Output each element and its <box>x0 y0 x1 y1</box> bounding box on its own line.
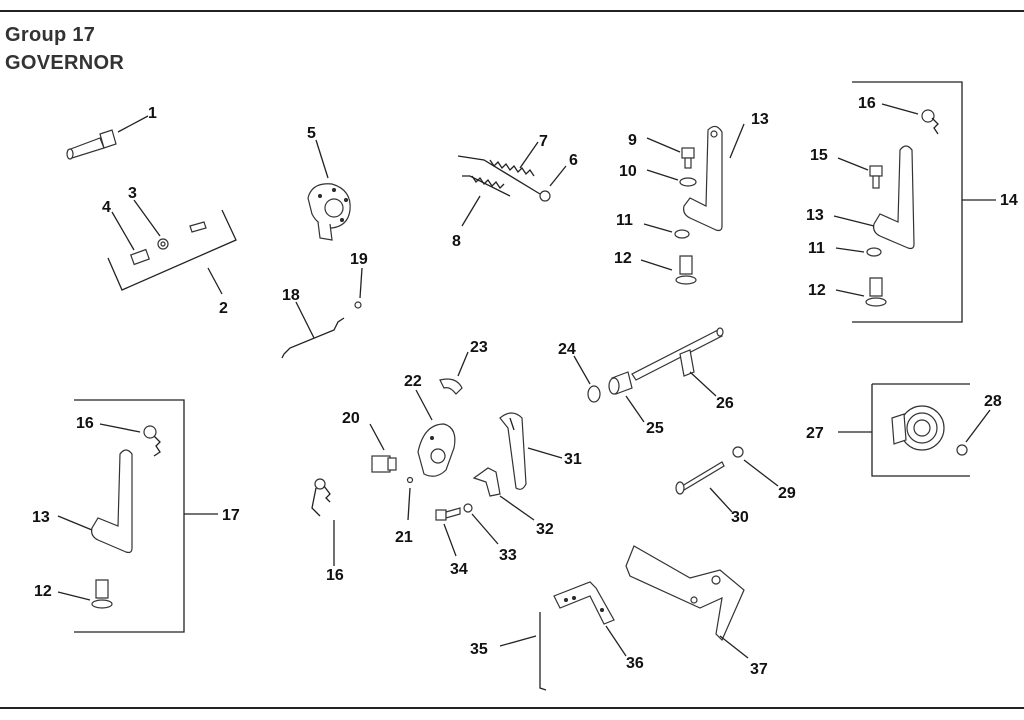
part-19-clip <box>354 301 362 309</box>
part-25-bushing <box>608 371 633 395</box>
callout-13-upper: 13 <box>751 111 769 128</box>
part-29-washer <box>732 446 744 458</box>
callout-6: 6 <box>569 152 578 169</box>
callout-28: 28 <box>984 393 1002 410</box>
part-16-spring-left <box>143 425 161 457</box>
callout-14: 14 <box>1000 192 1018 209</box>
part-13-lever-upper <box>683 125 723 232</box>
part-33-washer <box>463 503 473 513</box>
part-10-washer <box>679 177 697 187</box>
part-16-spring-right <box>921 109 939 135</box>
callout-9: 9 <box>628 132 637 149</box>
part-36-bracket <box>553 581 615 625</box>
callout-2: 2 <box>219 300 228 317</box>
part-21-pin <box>406 476 414 484</box>
part-7-spring <box>457 155 541 195</box>
callout-37: 37 <box>750 661 768 678</box>
callout-11-upper: 11 <box>616 212 633 229</box>
part-30-bolt <box>675 461 725 495</box>
part-15-screw <box>869 165 883 189</box>
callout-33: 33 <box>499 547 517 564</box>
callout-16-left: 16 <box>76 415 94 432</box>
callout-34: 34 <box>450 561 468 578</box>
part-23-clip <box>439 378 463 395</box>
part-9-screw <box>681 147 695 169</box>
part-14-bracket <box>852 81 963 323</box>
part-13-lever-right <box>873 145 915 250</box>
part-6-nut <box>539 190 551 202</box>
callout-25: 25 <box>646 420 664 437</box>
callout-29: 29 <box>778 485 796 502</box>
part-13-lever-left <box>91 449 133 554</box>
part-31-lever <box>499 412 527 490</box>
callout-27: 27 <box>806 425 824 442</box>
callout-23: 23 <box>470 339 488 356</box>
part-27-bracket <box>871 383 970 477</box>
part-20-nut <box>371 455 397 473</box>
part-5-housing <box>307 183 351 241</box>
callout-30: 30 <box>731 509 749 526</box>
part-8-spring <box>462 175 511 197</box>
part-37-plate <box>625 545 745 642</box>
callout-35: 35 <box>470 641 488 658</box>
callout-31: 31 <box>564 451 582 468</box>
callout-21: 21 <box>395 529 413 546</box>
callout-12-upper: 12 <box>614 250 632 267</box>
part-12-bolt <box>675 255 697 285</box>
part-2-assembly <box>107 209 237 291</box>
callout-16-right: 16 <box>858 95 876 112</box>
callout-22: 22 <box>404 373 422 390</box>
callout-19: 19 <box>350 251 368 268</box>
callout-13-left: 13 <box>32 509 50 526</box>
callout-12-left: 12 <box>34 583 52 600</box>
callout-4: 4 <box>102 199 111 216</box>
part-27-governor-gear <box>891 405 945 451</box>
part-26-shaft <box>631 327 724 381</box>
callout-18: 18 <box>282 287 300 304</box>
callout-7: 7 <box>539 133 548 150</box>
callout-10: 10 <box>619 163 637 180</box>
callout-17: 17 <box>222 507 240 524</box>
callout-12-right: 12 <box>808 282 826 299</box>
callout-36: 36 <box>626 655 644 672</box>
part-12-bolt-right <box>865 277 887 307</box>
callout-26: 26 <box>716 395 734 412</box>
callout-5: 5 <box>307 125 316 142</box>
callout-13-right: 13 <box>806 207 824 224</box>
page-title: GOVERNOR <box>5 52 125 74</box>
part-28-washer <box>956 444 968 456</box>
callout-24: 24 <box>558 341 576 358</box>
part-34-screw <box>435 507 461 521</box>
part-12-bolt-left <box>91 579 113 609</box>
callout-3: 3 <box>128 185 137 202</box>
part-35-rod <box>539 612 547 691</box>
callout-1: 1 <box>148 105 157 122</box>
part-11-nut-right <box>866 247 882 257</box>
callout-8: 8 <box>452 233 461 250</box>
part-16-spring-middle <box>311 478 331 517</box>
part-17-bracket <box>74 399 185 633</box>
part-11-nut <box>674 229 690 239</box>
callout-16-middle: 16 <box>326 567 344 584</box>
callout-32: 32 <box>536 521 554 538</box>
part-32-bracket <box>472 467 501 497</box>
callout-11-right: 11 <box>808 240 825 257</box>
bottom-border <box>0 707 1024 709</box>
part-22-plate <box>417 423 456 477</box>
part-18-link-rod <box>281 317 345 359</box>
group-number: Group 17 <box>5 24 96 46</box>
part-24-washer <box>587 385 601 403</box>
top-border <box>0 10 1024 12</box>
callout-15: 15 <box>810 147 828 164</box>
part-1-stud <box>66 129 117 160</box>
callout-20: 20 <box>342 410 360 427</box>
